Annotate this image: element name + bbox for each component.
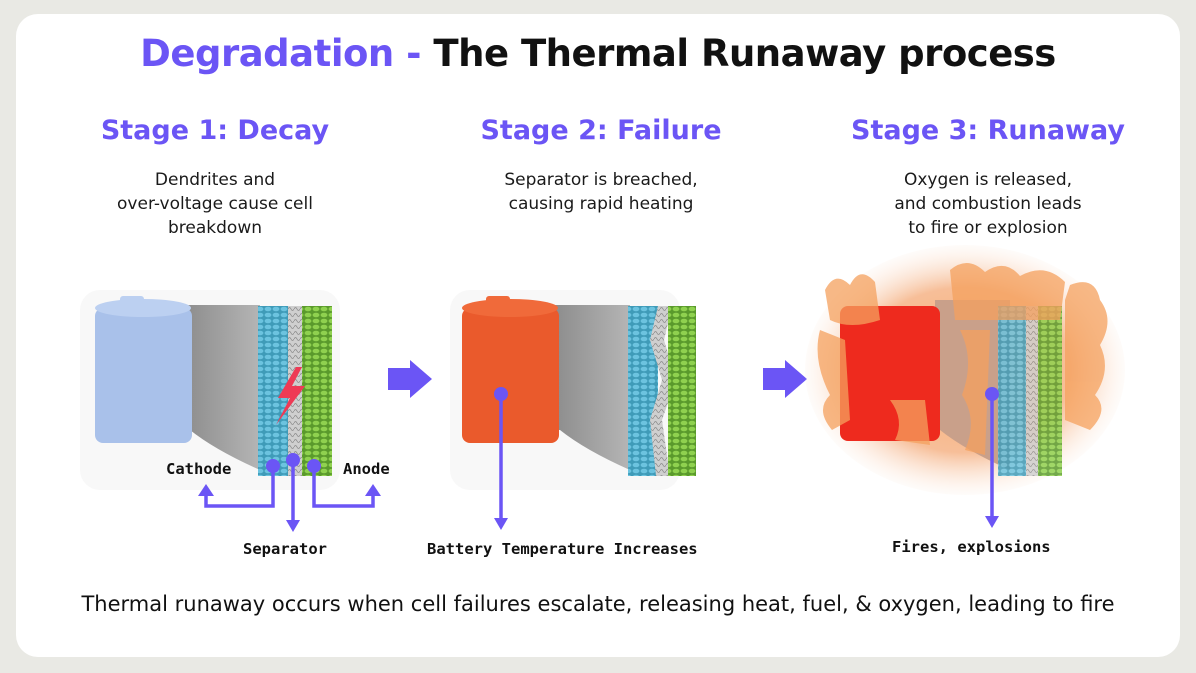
stage-1-description: Dendrites and over-voltage cause cell br…: [65, 168, 365, 240]
footer-caption: Thermal runaway occurs when cell failure…: [81, 592, 1115, 616]
stage-2-title: Stage 2: Failure: [480, 115, 722, 146]
stage-3-battery-illustration: [805, 245, 1125, 495]
stage-1-desc-line: over-voltage cause cell: [117, 194, 313, 214]
fires-label: Fires, explosions: [892, 538, 1051, 556]
stage-3-desc-line: Oxygen is released,: [903, 170, 1073, 190]
heated-cell-cylinder: [462, 308, 559, 443]
arrow-right-icon: [388, 360, 432, 398]
stage-1-desc-line: Dendrites and: [154, 170, 276, 190]
stage-3-desc-line: and combustion leads: [894, 194, 1082, 214]
stage-2-pointer: [494, 387, 508, 530]
stage-3-pointer: [985, 387, 999, 528]
fire-flames: [817, 262, 1108, 455]
cathode-label: Cathode: [166, 460, 232, 478]
breached-separator: [650, 306, 676, 476]
stage-3-desc-line: to fire or explosion: [908, 218, 1068, 238]
stage-1-title: Stage 1: Decay: [100, 115, 330, 146]
stage-1-pointers: [204, 460, 375, 522]
battery-temperature-label: Battery Temperature Increases: [427, 540, 698, 558]
title-main: The Thermal Runaway process: [433, 32, 1056, 75]
stage-2-desc-line: Separator is breached,: [504, 170, 698, 190]
anode-label: Anode: [343, 460, 390, 478]
stage-1-desc-line: breakdown: [168, 218, 262, 238]
page-title: Degradation - The Thermal Runaway proces…: [0, 32, 1196, 75]
stage-3-description: Oxygen is released, and combustion leads…: [838, 168, 1138, 240]
stage-1-battery-illustration: [80, 290, 340, 490]
title-accent: Degradation -: [140, 32, 421, 75]
arrow-right-icon: [763, 360, 807, 398]
cathode-cylinder: [95, 308, 192, 443]
stage-2-description: Separator is breached, causing rapid hea…: [451, 168, 751, 216]
stage-1-pointer-markers: [198, 453, 381, 532]
separator-label: Separator: [243, 540, 327, 558]
stage-3-title: Stage 3: Runaway: [851, 115, 1125, 146]
stage-2-desc-line: causing rapid heating: [508, 194, 694, 214]
stage-2-battery-illustration: [450, 290, 696, 490]
lightning-icon: [276, 367, 305, 425]
anode-layer: [302, 306, 332, 476]
